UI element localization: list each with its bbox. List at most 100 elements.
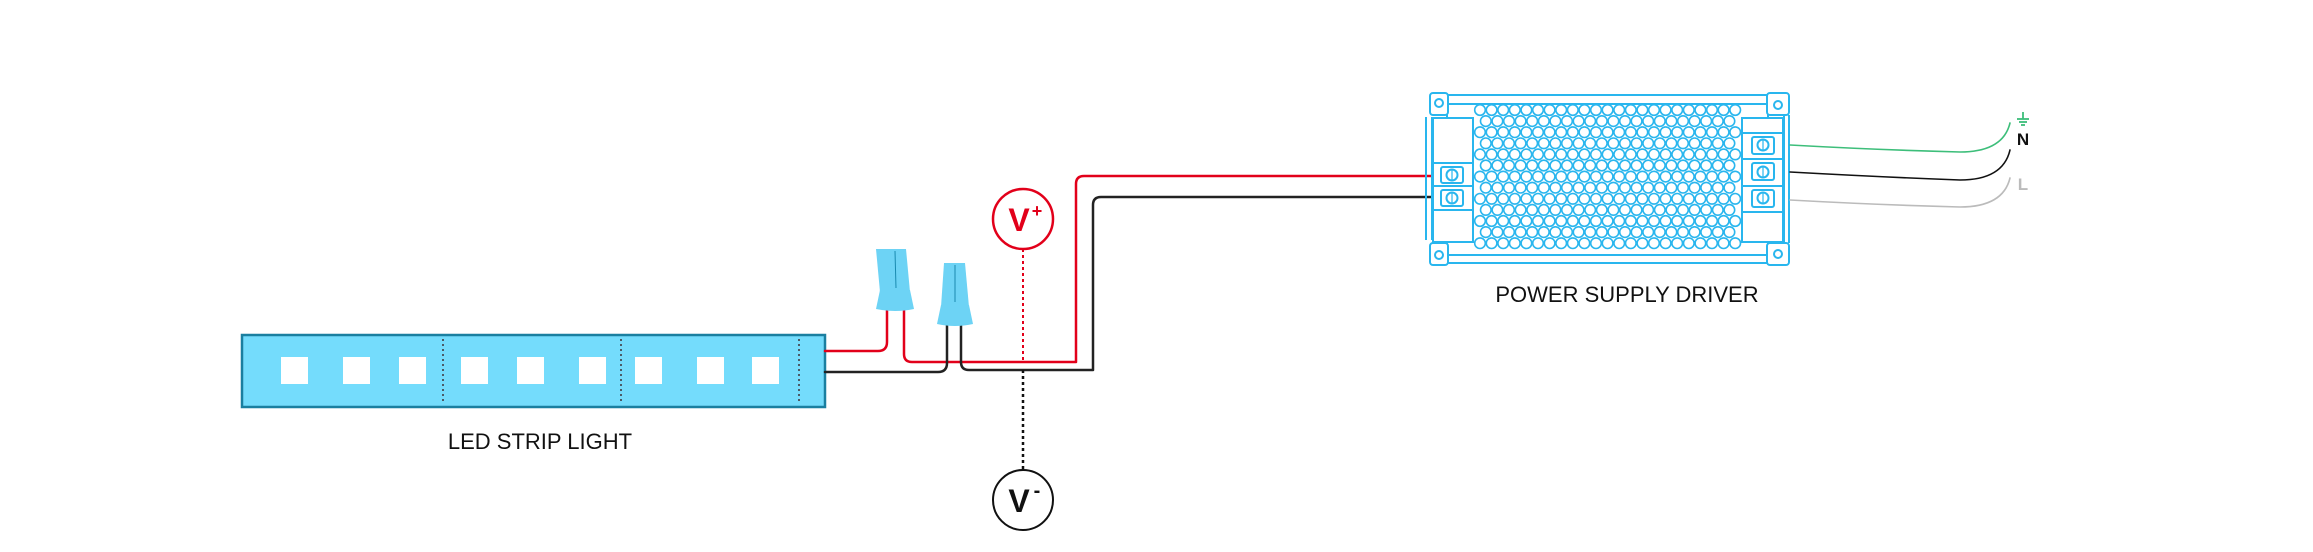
vent-hole [1560,114,1574,128]
vent-hole [1601,170,1614,183]
vent-hole [1520,148,1533,161]
vent-hole [1711,159,1724,172]
vent-hole [1613,103,1626,117]
vent-hole [1520,192,1533,205]
led-chip [517,357,544,384]
vent-hole [1584,159,1597,172]
vent-hole [1589,170,1603,183]
vent-hole [1688,114,1701,128]
power-supply [1425,92,1790,266]
vent-hole [1497,237,1510,250]
vent-hole [1694,148,1707,161]
vent-hole [1572,203,1585,216]
vent-hole [1531,103,1545,117]
vent-hole [1705,170,1719,183]
vent-hole [1671,214,1684,228]
vent-hole [1630,226,1643,239]
vent-hole [1613,237,1626,250]
wire-ground [1789,122,2011,153]
wire-negative-strip-to-nut [823,323,949,374]
vent-hole [1549,137,1562,150]
vent-hole [1555,214,1568,228]
led-chip [752,357,779,384]
vent-hole [1647,103,1661,117]
vent-hole [1647,192,1661,205]
vent-hole [1549,226,1562,239]
vent-hole [1601,214,1614,228]
vent-hole [1642,159,1655,172]
vent-hole [1676,203,1690,216]
vent-hole [1543,192,1556,205]
psu-mount-ear-top-right [1766,92,1790,116]
vent-hole [1607,137,1620,150]
vent-hole [1589,214,1603,228]
vent-hole [1491,137,1504,150]
vent-hole [1618,226,1632,239]
wire-positive-strip-to-nut [823,308,889,353]
vent-hole [1543,214,1556,228]
vent-hole [1688,137,1701,150]
screw-icon [1756,191,1770,205]
vent-hole [1624,214,1637,228]
psu-dc-terminal-block [1432,117,1474,243]
vent-hole [1473,103,1487,117]
vent-hole [1729,148,1742,161]
vent-hole [1653,226,1666,239]
vent-hole [1595,226,1608,239]
vent-hole [1717,214,1730,228]
vent-hole [1613,214,1626,228]
led-strip-leds [281,357,779,384]
vent-hole [1566,214,1579,228]
vent-hole [1601,192,1614,205]
vent-hole [1526,226,1539,239]
vent-hole [1589,103,1603,117]
led-chip [281,357,308,384]
vent-hole [1520,237,1533,250]
vent-hole [1607,181,1620,194]
vent-hole [1485,192,1498,205]
vent-hole [1723,226,1736,239]
screw-icon [1756,138,1770,152]
voltmeter-positive: V + [991,187,1055,362]
vent-hole [1479,137,1492,150]
vent-hole [1671,126,1684,139]
vent-hole [1479,181,1492,194]
screw-icon [1445,168,1459,182]
psu-mount-ear-bottom-left [1429,242,1449,266]
terminal-screw-ground [1751,136,1775,155]
led-strip [240,333,827,409]
vent-hole [1572,137,1585,150]
vent-hole [1560,226,1574,239]
vent-hole [1636,214,1649,228]
vent-hole [1508,103,1521,117]
vent-hole [1479,226,1492,239]
vent-hole [1497,214,1510,228]
vent-hole [1688,181,1701,194]
vent-hole [1514,159,1527,172]
terminal-screw-neutral [1751,162,1775,181]
vent-hole [1508,192,1521,205]
vent-hole [1549,181,1562,194]
vent-hole [1543,237,1556,250]
vent-hole [1723,181,1736,194]
vent-hole [1671,170,1684,183]
mount-hole-icon [1773,100,1783,110]
vent-hole [1659,126,1672,139]
vent-hole [1723,159,1736,172]
mount-hole-icon [1773,249,1783,259]
vent-hole [1485,214,1498,228]
vent-hole [1682,148,1695,161]
vent-hole [1497,192,1510,205]
vent-hole [1647,237,1661,250]
vent-hole [1560,137,1574,150]
vent-hole [1584,114,1597,128]
vent-hole [1589,237,1603,250]
terminal-screw-line [1751,189,1775,208]
led-chip [343,357,370,384]
vent-hole [1502,203,1516,216]
led-chip [635,357,662,384]
ac-wiring [1789,122,2011,208]
terminal-screw-positive [1440,166,1464,184]
led-chip [579,357,606,384]
